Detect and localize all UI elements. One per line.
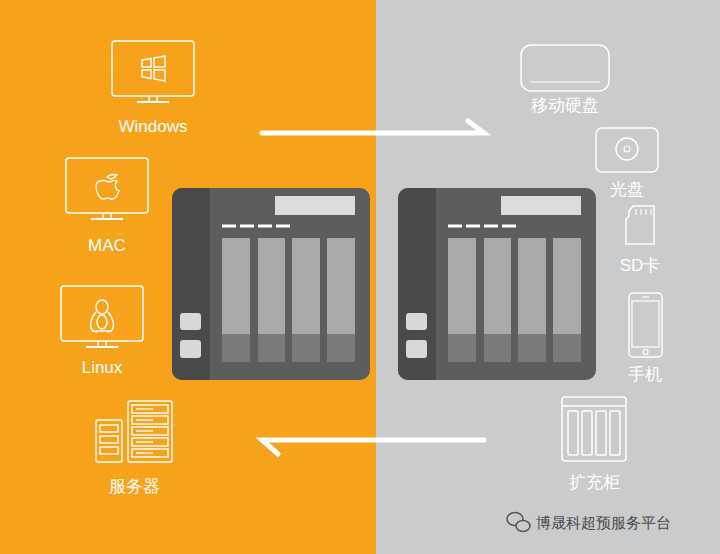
device-label: SD卡 <box>620 256 661 276</box>
icon-graphic <box>561 396 627 462</box>
device-label: 移动硬盘 <box>531 96 599 116</box>
device-icon: 扩充柜 <box>561 396 627 493</box>
icon-graphic <box>60 285 144 349</box>
nas-device <box>172 188 370 380</box>
device-label: 光盘 <box>610 180 644 200</box>
icon-graphic <box>625 205 655 245</box>
orange-panel <box>0 0 376 554</box>
icon-graphic <box>95 400 173 463</box>
device-icon: 服务器 <box>95 400 173 497</box>
icon-graphic <box>65 157 149 221</box>
left-arrow <box>262 440 484 454</box>
device-icon: SD卡 <box>616 205 665 276</box>
right-arrow <box>262 121 484 133</box>
device-label: MAC <box>88 236 126 256</box>
device-label: 扩充柜 <box>569 473 620 493</box>
wechat-icon <box>507 513 530 532</box>
device-icon: Windows <box>111 40 195 137</box>
device-icon: 光盘 <box>595 127 659 200</box>
device-label: 手机 <box>628 365 662 385</box>
icon-graphic <box>628 292 663 358</box>
device-label: Windows <box>119 117 188 137</box>
device-icon: 移动硬盘 <box>520 44 610 116</box>
grey-panel <box>376 0 720 554</box>
device-icon: 手机 <box>624 292 666 385</box>
watermark: 博晟科超预服务平台 <box>536 514 671 532</box>
flow-arrows <box>262 121 484 454</box>
device-icon: MAC <box>65 157 149 256</box>
device-label: 服务器 <box>109 477 160 497</box>
nas-device <box>398 188 596 380</box>
icon-graphic <box>520 44 610 92</box>
icon-graphic <box>111 40 195 104</box>
device-label: Linux <box>82 358 123 378</box>
device-icon: Linux <box>60 285 144 378</box>
icon-graphic <box>595 127 659 173</box>
